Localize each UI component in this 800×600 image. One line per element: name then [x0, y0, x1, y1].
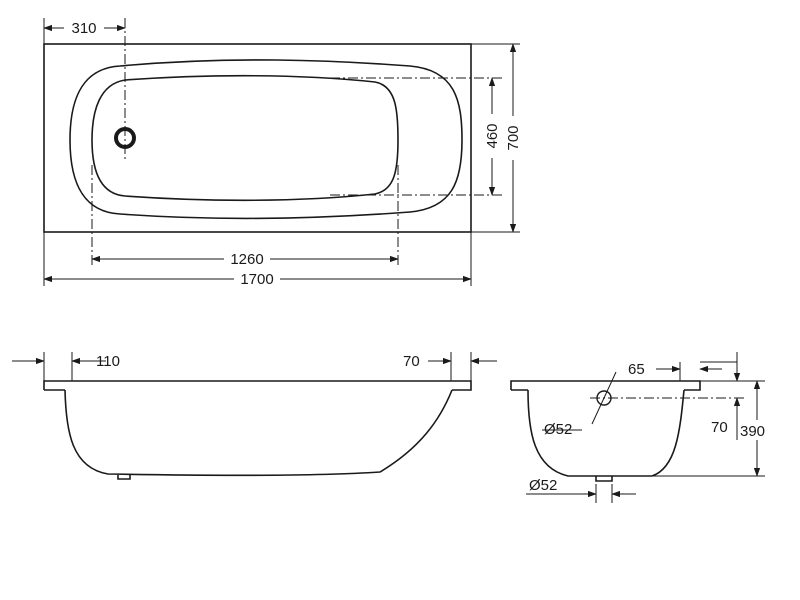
- side-foot: [117, 475, 131, 480]
- dim-overflow-height: 70: [711, 419, 728, 436]
- dim-inner-length: 1260: [230, 251, 263, 268]
- plan-basin-bottom: [91, 74, 399, 202]
- end-view: 65 70 390 Ø52 Ø52: [510, 352, 773, 503]
- plan-view: 310 1260 1700 460 700: [43, 18, 523, 290]
- dim-drain-diameter: Ø52: [529, 477, 557, 494]
- plan-basin-outer: [69, 59, 463, 220]
- dim-drain-offset: 310: [71, 20, 96, 37]
- dim-overall-width: 700: [505, 125, 522, 150]
- dim-total-height: 390: [740, 423, 765, 440]
- end-rim: [510, 380, 701, 391]
- side-body: [64, 389, 453, 477]
- dim-right-rim: 70: [403, 353, 420, 370]
- dim-rim-width: 65: [628, 361, 645, 378]
- side-rim: [43, 380, 472, 391]
- end-body: [527, 389, 685, 477]
- end-drain-stub: [595, 476, 613, 482]
- dim-inner-width: 460: [484, 123, 501, 148]
- side-view: 110 70: [12, 352, 497, 480]
- dim-left-rim: 110: [96, 353, 120, 370]
- dim-overflow-diameter: Ø52: [544, 421, 572, 438]
- plan-outer-rim: [43, 43, 472, 233]
- dim-overall-length: 1700: [240, 271, 273, 288]
